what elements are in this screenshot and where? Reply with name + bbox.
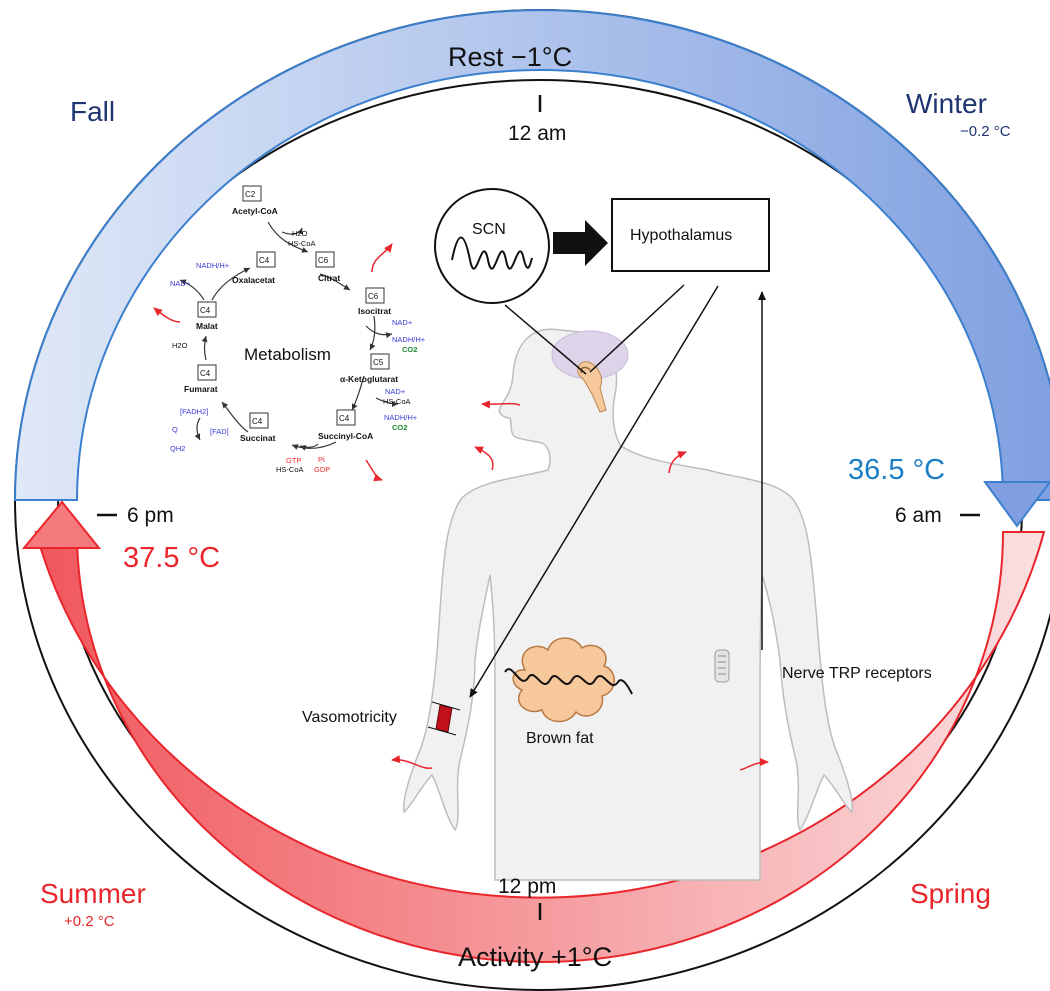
succinyl-coa-label: Succinyl-CoA [318, 431, 373, 441]
rest-arc-label: Rest −1°C [448, 42, 573, 72]
malat-carbon: C4 [200, 306, 211, 315]
hypothalamus-brain-line-2 [504, 304, 587, 375]
vasomotricity-label: Vasomotricity [302, 709, 397, 726]
co2-1: CO2 [402, 345, 417, 354]
succoa-carbon: C4 [339, 414, 350, 423]
akg-carbon: C5 [373, 358, 384, 367]
nadh-1: NADH/H+ [392, 335, 426, 344]
nad-1: NAD+ [392, 318, 413, 327]
brown-fat-cloud [504, 637, 633, 723]
clock-6pm: 6 pm [127, 504, 174, 527]
h2o-malat: H2O [172, 341, 188, 350]
winter-delta: −0.2 °C [960, 123, 1011, 140]
fumarat-carbon: C4 [200, 369, 211, 378]
cold-arc-band [13, 9, 1050, 501]
temperature-high: 37.5 °C [123, 542, 221, 574]
nerve-receptor-icon [714, 649, 730, 683]
hscoa-top: HS-CoA [288, 239, 316, 248]
citrat-carbon: C6 [318, 256, 329, 265]
akg-label: α-Ketoglutarat [340, 374, 398, 384]
hypothalamus-brain-line-1 [589, 284, 685, 373]
acetyl-carbon: C2 [245, 190, 256, 199]
scn-circle [434, 188, 550, 304]
nadh-2: NADH/H+ [384, 413, 418, 422]
season-summer: Summer [40, 878, 146, 909]
cold-arrowhead [983, 481, 1050, 528]
heat-arrow-head [481, 400, 521, 409]
succinat-carbon: C4 [252, 417, 263, 426]
pi-label: Pi [318, 455, 325, 464]
krebs-arrows [179, 221, 399, 451]
fadh2-label: [FADH2] [180, 407, 208, 416]
brain-curl [580, 366, 591, 374]
hypothalamus-box [611, 198, 770, 272]
hscoa-2: HS-CoA [383, 397, 411, 406]
scn-oscillation-icon [451, 236, 533, 270]
clock-6am: 6 am [895, 504, 942, 527]
heat-arrow-malat [153, 307, 181, 323]
vessel-icon [427, 701, 461, 736]
krebs-carbon-boxes [197, 185, 390, 429]
fumarat-label: Fumarat [184, 384, 218, 394]
heat-arrow-left-shoulder [474, 446, 494, 471]
citrat-label: Citrat [318, 273, 340, 283]
gtp-label: GTP [286, 456, 301, 465]
scn-to-hypothalamus-arrow [553, 220, 608, 266]
q-label: Q [172, 425, 178, 434]
nad-2: NAD+ [385, 387, 406, 396]
summer-delta: +0.2 °C [64, 913, 115, 930]
body-silhouette [402, 328, 854, 881]
hscoa-3: HS-CoA [276, 465, 304, 474]
heat-arrow-succinyl [365, 459, 383, 482]
heat-arrow-citrat [371, 243, 393, 273]
gdp-label: GDP [314, 465, 330, 474]
malat-label: Malat [196, 321, 218, 331]
isocitrat-label: Isocitrat [358, 306, 391, 316]
heat-arrow-right-shoulder [668, 451, 687, 474]
krebs-cycle [179, 185, 399, 451]
h2o-top: H2O [292, 229, 308, 238]
scn-label: SCN [472, 221, 506, 238]
succinat-label: Succinat [240, 433, 276, 443]
oxal-carbon: C4 [259, 256, 270, 265]
human-body [402, 328, 854, 881]
cerebellum-brainstem [577, 361, 607, 413]
activity-arc-label: Activity +1°C [458, 942, 613, 972]
season-spring: Spring [910, 878, 991, 909]
hypothalamus-label: Hypothalamus [630, 227, 733, 244]
co2-2: CO2 [392, 423, 407, 432]
season-winter: Winter [906, 88, 987, 119]
isocitrat-carbon: C6 [368, 292, 379, 301]
fad-label: [FAD] [210, 427, 229, 436]
acetyl-coa-label: Acetyl-CoA [232, 206, 278, 216]
clock-12am: 12 am [508, 122, 567, 145]
nad-3: NAD+ [170, 279, 191, 288]
season-fall: Fall [70, 96, 116, 127]
nerve-trp-label: Nerve TRP receptors [782, 665, 932, 682]
clock-12pm: 12 pm [498, 875, 557, 898]
hypothalamus-vasomotricity-arrow [469, 285, 719, 698]
heat-arrows [153, 243, 769, 771]
metabolism-label: Metabolism [244, 345, 331, 364]
heat-arrow-left-hand [391, 755, 433, 769]
qh2-label: QH2 [170, 444, 185, 453]
temperature-low: 36.5 °C [848, 454, 946, 486]
warm-arrowhead [21, 500, 102, 549]
oxalacetat-label: Oxalacetat [232, 275, 275, 285]
heat-arrow-right-hand [739, 758, 769, 771]
brown-fat-label: Brown fat [526, 730, 594, 747]
krebs-labels: C2 Acetyl-CoA H2O HS-CoA C6 Citrat C6 Is… [170, 190, 426, 474]
nadh-3: NADH/H+ [196, 261, 230, 270]
